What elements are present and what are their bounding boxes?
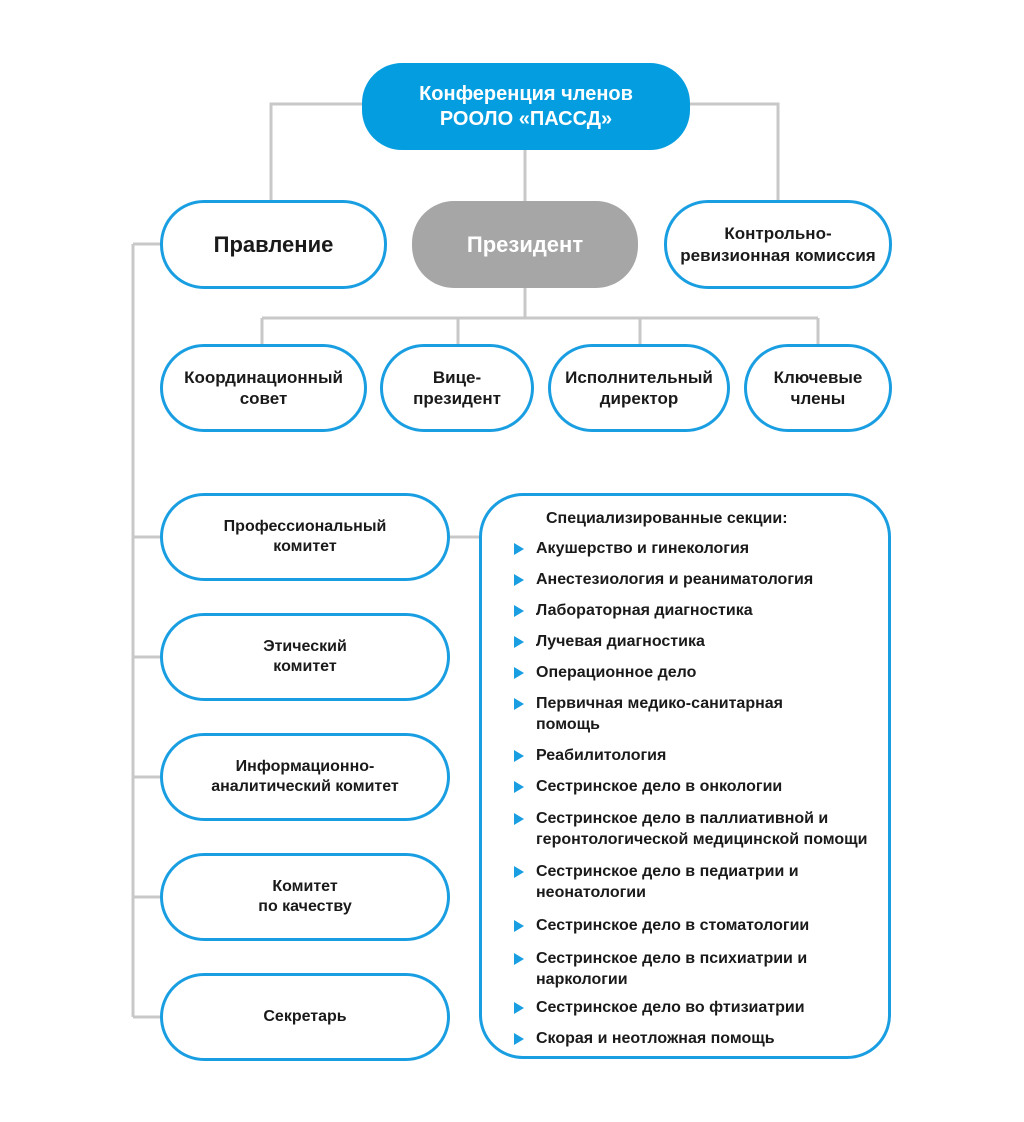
executive-director-node: Исполнительный директор	[548, 344, 730, 432]
bullet-triangle-icon	[514, 953, 524, 965]
list-item: Сестринское дело в психиатрии и нарколог…	[514, 948, 880, 990]
conference-label: Конференция членов РООЛО «ПАССД»	[419, 82, 633, 130]
audit-commission-label: Контрольно- ревизионная комиссия	[680, 224, 876, 265]
bullet-triangle-icon	[514, 636, 524, 648]
list-item: Анестезиология и реаниматология	[514, 569, 880, 590]
quality-committee-node: Комитет по качеству	[160, 853, 450, 941]
vice-president-node: Вице- президент	[380, 344, 534, 432]
bullet-triangle-icon	[514, 813, 524, 825]
quality-committee-label: Комитет по качеству	[258, 878, 352, 915]
bullet-triangle-icon	[514, 574, 524, 586]
key-members-node: Ключевые члены	[744, 344, 892, 432]
ethics-committee-node: Этический комитет	[160, 613, 450, 701]
bullet-triangle-icon	[514, 1033, 524, 1045]
coordination-council-node: Координационный совет	[160, 344, 367, 432]
bullet-triangle-icon	[514, 750, 524, 762]
list-item: Сестринское дело в онкологии	[514, 776, 880, 797]
bullet-triangle-icon	[514, 866, 524, 878]
bullet-triangle-icon	[514, 605, 524, 617]
board-node: Правление	[160, 200, 387, 289]
list-item: Сестринское дело во фтизиатрии	[514, 997, 880, 1018]
bullet-triangle-icon	[514, 543, 524, 555]
conference-node: Конференция членов РООЛО «ПАССД»	[362, 63, 690, 150]
list-item: Первичная медико-санитарная помощь	[514, 693, 880, 735]
info-analytic-committee-label: Информационно- аналитический комитет	[211, 758, 399, 795]
audit-commission-node: Контрольно- ревизионная комиссия	[664, 200, 892, 289]
president-label: Президент	[466, 231, 584, 257]
board-label: Правление	[213, 231, 334, 257]
list-item: Лучевая диагностика	[514, 631, 880, 652]
professional-committee-node: Профессиональный комитет	[160, 493, 450, 581]
executive-director-label: Исполнительный директор	[565, 367, 713, 408]
list-item: Акушерство и гинекология	[514, 538, 880, 559]
list-item: Скорая и неотложная помощь	[514, 1028, 880, 1049]
list-item: Сестринское дело в педиатрии и неонатоло…	[514, 861, 880, 903]
list-item: Сестринское дело в стоматологии	[514, 915, 880, 936]
list-item: Сестринское дело в паллиативной и геронт…	[514, 808, 880, 850]
bullet-triangle-icon	[514, 781, 524, 793]
sections-title: Специализированные секции:	[546, 510, 788, 527]
coordination-council-label: Координационный совет	[184, 367, 343, 408]
info-analytic-committee-node: Информационно- аналитический комитет	[160, 733, 450, 821]
vice-president-label: Вице- президент	[413, 367, 501, 408]
list-item: Операционное дело	[514, 662, 880, 683]
bullet-triangle-icon	[514, 1002, 524, 1014]
bullet-triangle-icon	[514, 698, 524, 710]
bullet-triangle-icon	[514, 920, 524, 932]
bullet-triangle-icon	[514, 667, 524, 679]
president-node: Президент	[412, 201, 638, 288]
key-members-label: Ключевые члены	[773, 367, 863, 408]
specialized-sections-box: Специализированные секции: Акушерство и …	[479, 493, 891, 1059]
list-item: Лабораторная диагностика	[514, 600, 880, 621]
list-item: Реабилитология	[514, 745, 880, 766]
professional-committee-label: Профессиональный комитет	[223, 518, 387, 555]
secretary-node: Секретарь	[160, 973, 450, 1061]
ethics-committee-label: Этический комитет	[263, 638, 347, 675]
secretary-label: Секретарь	[263, 1008, 347, 1025]
